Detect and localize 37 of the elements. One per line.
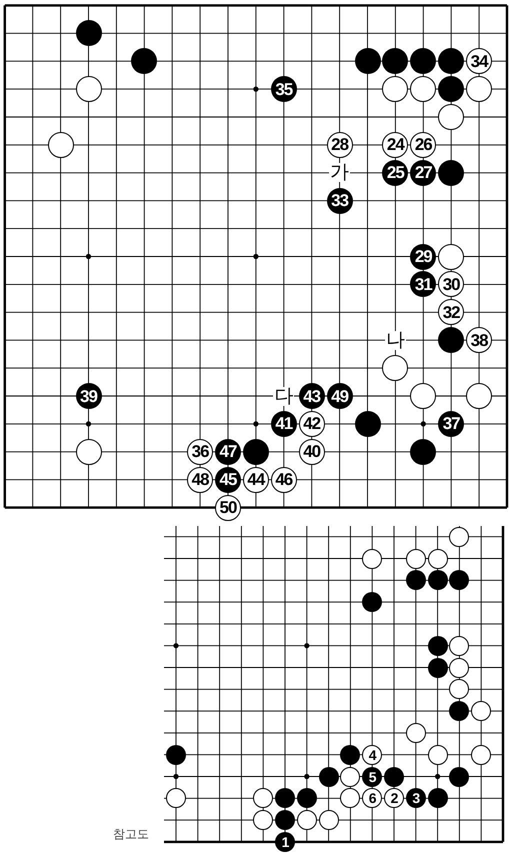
numbered-go-stone: 31 <box>410 271 436 298</box>
numbered-go-stone: 39 <box>76 383 102 409</box>
board-point-letter: 가 <box>329 163 350 182</box>
numbered-go-stone: 38 <box>466 327 492 354</box>
numbered-go-stone: 41 <box>270 410 297 437</box>
numbered-go-stone: 6 <box>362 788 382 808</box>
numbered-go-stone: 1 <box>275 832 295 852</box>
numbered-go-stone: 45 <box>215 466 241 493</box>
numbered-go-stone: 36 <box>187 438 214 465</box>
numbered-go-stone: 28 <box>326 132 353 158</box>
numbered-go-stone: 32 <box>438 299 464 326</box>
diagram-caption: 참고도 <box>113 826 149 843</box>
numbered-go-stone: 48 <box>187 466 214 493</box>
numbered-go-stone: 33 <box>326 188 353 214</box>
numbered-go-stone: 3 <box>406 788 426 808</box>
numbered-go-stone: 26 <box>410 132 436 158</box>
numbered-go-stone: 37 <box>438 410 464 437</box>
board-point-letter: 다 <box>273 386 294 406</box>
numbered-go-stone: 30 <box>438 271 464 298</box>
numbered-go-stone: 40 <box>298 438 325 465</box>
numbered-go-stone: 50 <box>215 494 241 521</box>
numbered-go-stone: 49 <box>326 383 353 409</box>
numbered-go-stone: 29 <box>410 244 436 270</box>
numbered-go-stone: 4 <box>362 744 382 765</box>
numbered-go-stone: 35 <box>270 76 297 102</box>
numbered-go-stone: 43 <box>298 383 325 409</box>
numbered-go-stone: 25 <box>382 160 408 186</box>
numbered-go-stone: 42 <box>298 410 325 437</box>
numbered-go-stone: 2 <box>384 788 404 808</box>
numbered-go-stone: 5 <box>362 766 382 786</box>
numbered-go-stone: 24 <box>382 132 408 158</box>
numbered-go-stone: 34 <box>466 48 492 74</box>
numbered-go-stone: 47 <box>215 438 241 465</box>
numbered-go-stone: 46 <box>270 466 297 493</box>
board-point-letter: 나 <box>384 330 406 350</box>
numbered-go-stone: 27 <box>410 160 436 186</box>
numbered-go-stone: 44 <box>242 466 269 493</box>
